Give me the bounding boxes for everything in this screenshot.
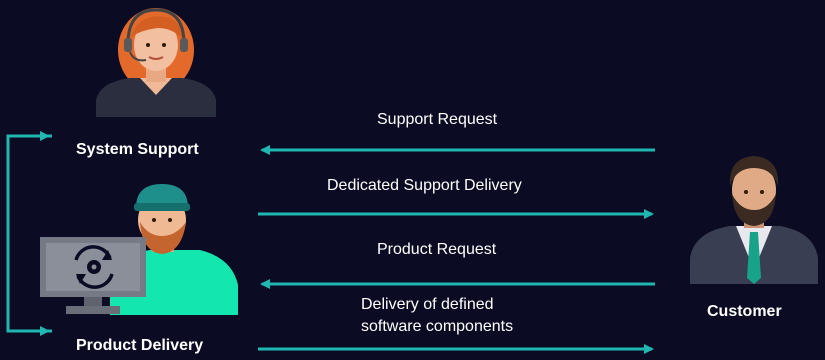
delivery-label-line1: Delivery of defined bbox=[361, 296, 494, 313]
delivery-label-line2: software components bbox=[361, 318, 514, 335]
support-agent-icon bbox=[96, 8, 216, 117]
businessman-icon bbox=[690, 156, 818, 284]
sync-gear-icon bbox=[74, 245, 114, 289]
dedicated-support-delivery-label: Dedicated Support Delivery bbox=[327, 177, 522, 194]
loop-connector bbox=[6, 131, 52, 336]
product-request-label: Product Request bbox=[377, 241, 497, 258]
developer-icon bbox=[40, 184, 238, 315]
support-request-label: Support Request bbox=[377, 111, 498, 128]
customer-label: Customer bbox=[707, 303, 782, 320]
product-delivery-label: Product Delivery bbox=[76, 337, 204, 354]
system-support-label: System Support bbox=[76, 141, 199, 158]
